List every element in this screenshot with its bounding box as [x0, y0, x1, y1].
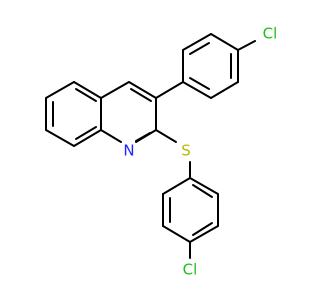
bond	[45, 129, 75, 147]
upper-chlorophenyl-ring	[155, 33, 256, 99]
bond	[210, 33, 239, 51]
bond	[75, 126, 97, 140]
nitrogen-label: N	[123, 142, 134, 160]
chlorine-label-bottom: Cl	[183, 261, 198, 279]
bond	[189, 225, 219, 243]
bond	[135, 132, 151, 142]
bond	[75, 88, 97, 102]
bond	[128, 81, 157, 99]
bond	[192, 184, 213, 198]
bond	[100, 129, 122, 143]
chemical-structure: Cl N S Cl	[45, 25, 278, 279]
bond	[162, 225, 191, 243]
bond	[189, 77, 210, 90]
sulfur-label: S	[181, 142, 191, 160]
bond	[155, 129, 177, 143]
chlorine-label-top: Cl	[263, 25, 278, 43]
bond	[189, 42, 210, 55]
bond	[100, 81, 130, 99]
quinoline-benzo-ring	[45, 81, 102, 147]
bond	[130, 88, 152, 102]
bond	[189, 177, 219, 195]
bond	[155, 81, 184, 99]
lower-chlorophenyl-ring	[162, 177, 219, 259]
bond	[192, 222, 213, 236]
bond	[237, 40, 256, 51]
bond	[73, 81, 102, 99]
bond	[73, 129, 102, 147]
bond	[210, 81, 239, 99]
quinoline-pyridine-ring	[100, 81, 157, 143]
structure-canvas: Cl N S Cl	[45, 24, 278, 279]
bond	[45, 81, 75, 99]
bond	[162, 177, 191, 195]
bond	[182, 33, 212, 51]
thioether-bridge	[155, 129, 191, 179]
bond	[182, 81, 212, 99]
